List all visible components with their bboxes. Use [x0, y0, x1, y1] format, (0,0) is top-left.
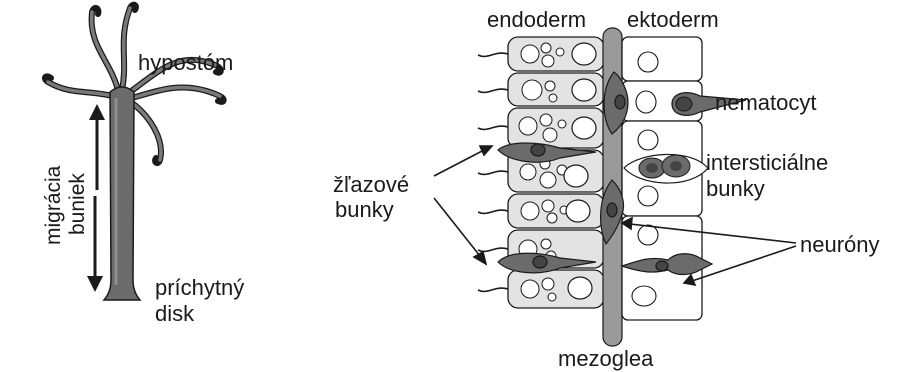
label-neurony: neuróny: [800, 232, 880, 257]
label-endoderm: endoderm: [487, 7, 586, 32]
label-nematocyt: nematocyt: [715, 90, 817, 115]
hydra-illustration: hypostóm migrácia buniek príchytný disk: [42, 5, 244, 326]
label-mezoglea: mezoglea: [558, 346, 654, 371]
label-zlazove: žľazové: [333, 172, 409, 197]
ectoderm-cell: [622, 37, 702, 81]
label-migracia: migrácia: [42, 165, 65, 245]
hydra-body: [104, 87, 140, 300]
label-intersticialne: intersticiálne: [706, 150, 828, 175]
label-buniek: buniek: [66, 173, 89, 235]
migration-arrows: [87, 104, 105, 292]
label-disk: disk: [155, 301, 195, 326]
gland-arrows: [434, 146, 492, 264]
label-prichytny: príchytný: [155, 275, 244, 300]
label-zlazove-bunky: bunky: [335, 197, 394, 222]
label-ektoderm: ektoderm: [627, 7, 719, 32]
tissue-section: endoderm ektoderm nematocyt intersticiál…: [333, 7, 880, 371]
label-hypostom: hypostóm: [138, 50, 233, 75]
label-intersticialne-bunky: bunky: [706, 176, 765, 201]
